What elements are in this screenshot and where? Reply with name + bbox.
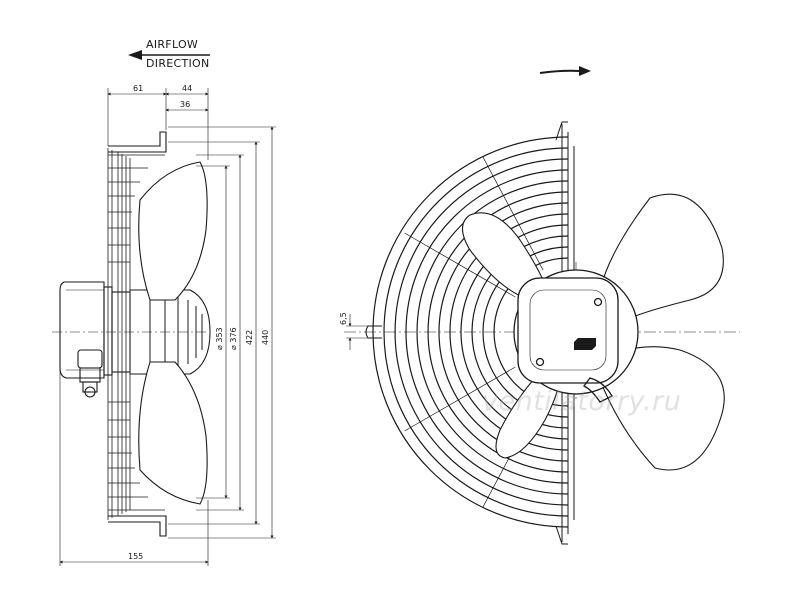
airflow-label-line2: DIRECTION — [146, 57, 210, 70]
guard-ring — [394, 158, 569, 506]
motor-terminal-box — [513, 269, 639, 403]
blade-side-lower — [138, 361, 208, 505]
airflow-arrow-icon — [128, 50, 210, 60]
guard-ring — [383, 147, 569, 517]
blade-front-top — [599, 193, 724, 319]
guard-side-bars — [107, 148, 131, 520]
side-view — [52, 131, 211, 537]
dim-44: 44 — [182, 84, 193, 93]
guard-ring — [372, 136, 569, 528]
dim-61: 61 — [133, 84, 144, 93]
fan-hub — [129, 289, 211, 375]
blade-front-bottom — [599, 346, 725, 471]
watermark: ventilatorry.ru — [482, 386, 682, 417]
guard-ring — [405, 169, 569, 495]
dim-diameter-376: ⌀ 376 — [229, 327, 238, 350]
guard-ring — [416, 180, 569, 484]
dim-155: 155 — [128, 552, 144, 561]
airflow-label-line1: AIRFLOW — [146, 38, 199, 51]
dim-422: 422 — [245, 329, 254, 345]
slot-dimension — [346, 314, 368, 350]
guard-spoke — [482, 157, 544, 271]
guard-spoke — [404, 366, 516, 432]
blade-side-upper — [138, 161, 208, 301]
dim-slot-6-5: 6,5 — [339, 312, 348, 325]
motor-housing — [59, 281, 131, 398]
mounting-bracket — [108, 131, 167, 537]
dim-diameter-353: ⌀ 353 — [215, 327, 224, 350]
dim-440: 440 — [261, 329, 270, 345]
rotation-arrow-icon — [539, 66, 591, 76]
guard-side-rings — [108, 154, 165, 511]
dim-36: 36 — [180, 100, 191, 109]
guard-spoke — [404, 232, 516, 298]
front-view — [344, 121, 740, 545]
blade-front-left — [461, 212, 561, 459]
side-dimensions — [59, 88, 276, 566]
